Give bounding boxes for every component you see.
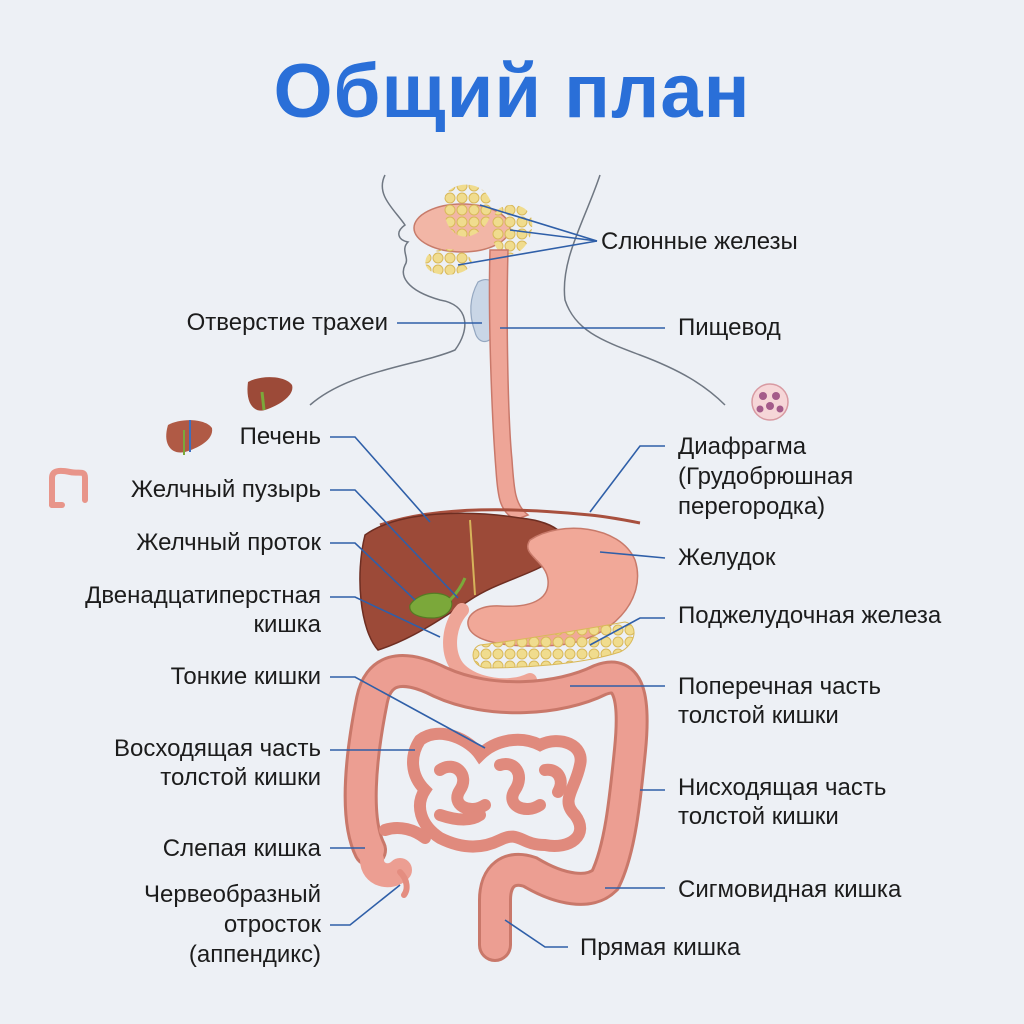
label-trachea-opening: Отверстие трахеи [186,309,388,336]
label-sigmoid-colon: Сигмовидная кишка [678,876,902,903]
label-descending-colon-1: Нисходящая часть [678,774,887,801]
page-title: Общий план [273,49,751,134]
cells-icon [751,383,789,421]
label-diaphragm-1: Диафрагма [678,433,807,460]
small-intestine [379,727,587,853]
colon-icon [49,467,88,508]
label-transverse-colon-2: толстой кишки [678,702,839,729]
label-rectum: Прямая кишка [580,934,741,961]
label-duodenum-1: Двенадцатиперстная [85,582,321,609]
label-ascending-colon-2: толстой кишки [160,764,321,791]
label-cecum: Слепая кишка [162,835,321,862]
label-transverse-colon-1: Поперечная часть [678,673,881,700]
liver-icon [247,377,293,411]
label-appendix-1: Червеобразный [144,881,321,908]
esophagus [488,249,530,521]
label-appendix-2: отросток [223,911,321,938]
leader-lines [330,204,666,948]
label-diaphragm-3: перегородка) [678,493,826,520]
label-diaphragm-2: (Грудобрюшная [678,463,854,490]
gallbladder [409,592,453,619]
salivary-glands [413,184,533,275]
pancreas [472,621,635,669]
liver-vessels-icon [166,420,213,455]
large-intestine [343,654,649,962]
label-bile-duct: Желчный проток [136,529,321,556]
label-salivary-glands: Слюнные железы [601,228,798,255]
label-small-intestine: Тонкие кишки [170,663,321,690]
stomach [467,527,639,647]
label-stomach: Желудок [678,544,776,571]
label-ascending-colon-1: Восходящая часть [113,735,321,762]
label-duodenum-2: кишка [253,611,321,638]
body-outline [309,174,726,406]
label-liver: Печень [239,423,321,450]
label-descending-colon-2: толстой кишки [678,803,839,830]
label-gallbladder: Желчный пузырь [130,476,321,503]
label-pancreas: Поджелудочная железа [678,602,942,629]
label-esophagus: Пищевод [678,314,781,341]
label-appendix-3: (аппендикс) [188,941,321,968]
